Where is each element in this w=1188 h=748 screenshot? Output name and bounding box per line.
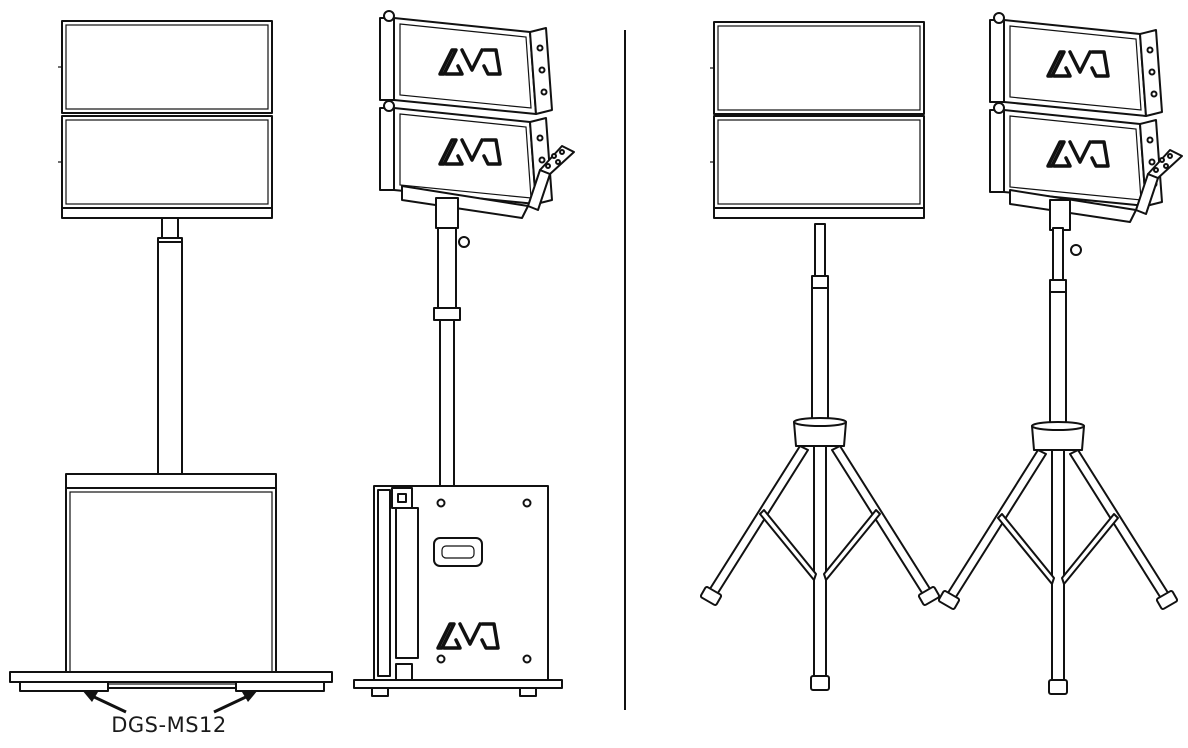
- front-array-on-tripod: [699, 21, 941, 691]
- side-array-on-subwoofer: [353, 10, 575, 697]
- front-array-on-subwoofer: [9, 20, 333, 692]
- arrow-up-left-icon: [82, 690, 127, 714]
- arrow-up-right-icon: [213, 690, 258, 714]
- side-array-on-tripod: [937, 12, 1183, 695]
- model-caption: DGS-MS12: [111, 713, 227, 737]
